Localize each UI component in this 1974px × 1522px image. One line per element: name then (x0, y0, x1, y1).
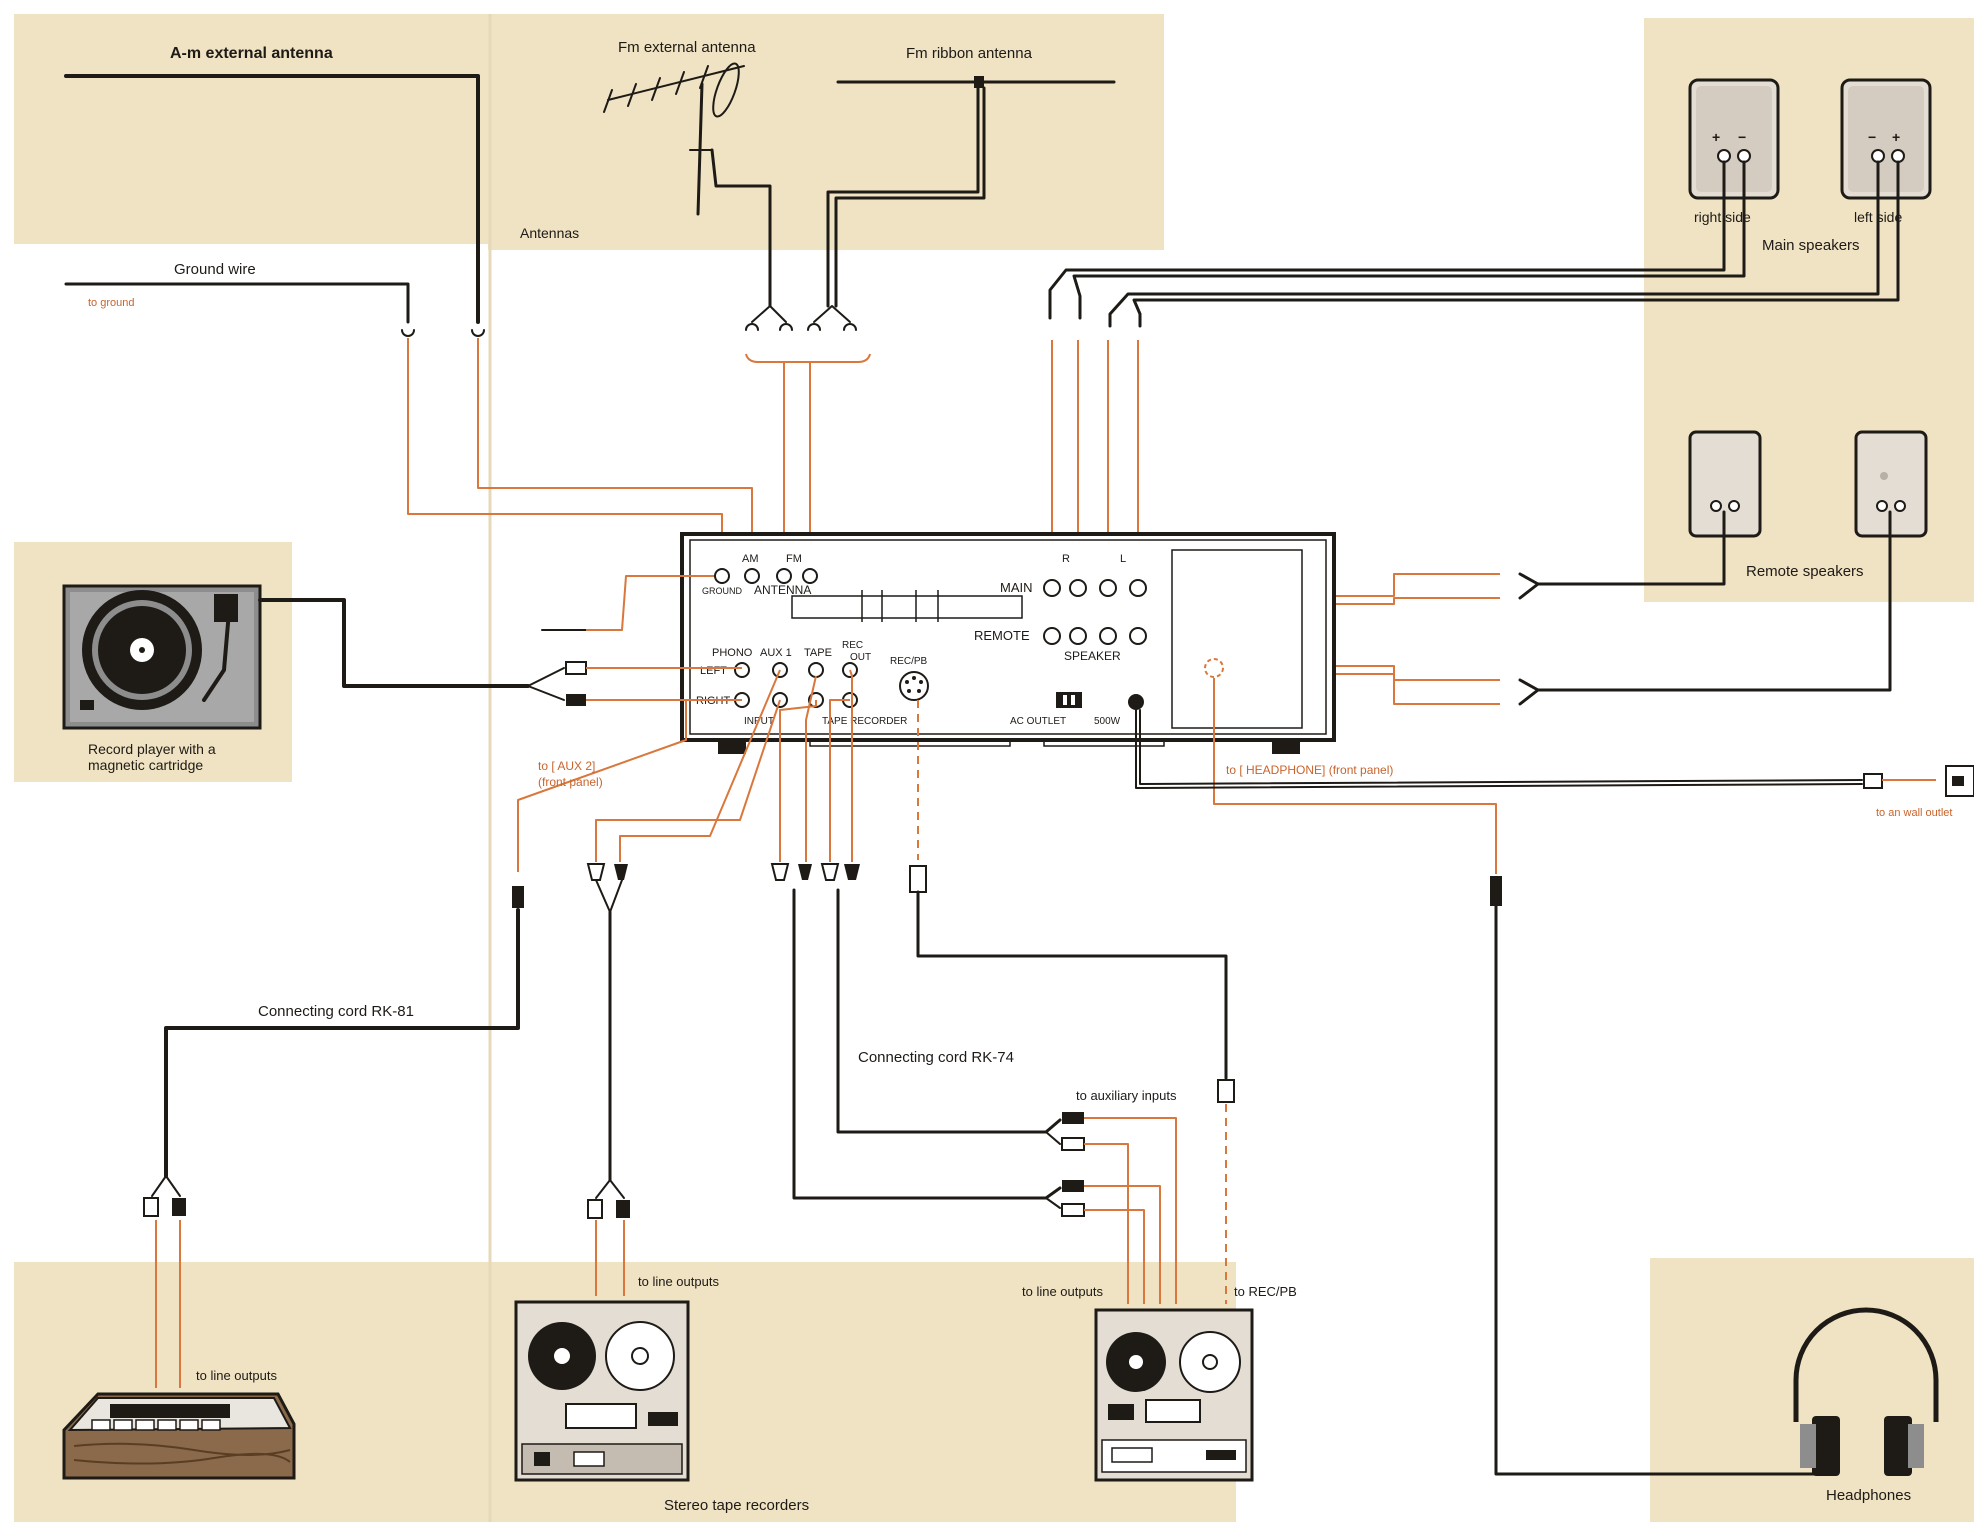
label-to-line-outputs-cassette: to line outputs (196, 1368, 277, 1383)
panel-antenna-label: ANTENNA (754, 583, 811, 597)
connecting-cord-rk81 (144, 910, 518, 1216)
panel-fm-label: FM (786, 553, 802, 565)
phono-cable (260, 600, 586, 706)
panel-r-label: R (1062, 553, 1070, 565)
rk74-plugs (772, 864, 926, 892)
panel-main-label: MAIN (1000, 580, 1033, 595)
label-to-recpb: to REC/PB (1234, 1284, 1297, 1299)
panel-tape-label: TAPE (804, 647, 832, 659)
main-speaker-left (1842, 80, 1930, 198)
label-to-line-outputs-2: to line outputs (1022, 1284, 1103, 1299)
label-antennas: Antennas (520, 225, 579, 241)
label-fm-external-antenna: Fm external antenna (618, 39, 756, 56)
speaker-minus-sign-left: − (1868, 129, 1876, 145)
label-record-player-1: Record player with a (88, 741, 216, 757)
panel-phono-label: PHONO (712, 647, 753, 659)
panel-recpb-label: REC/PB (890, 656, 928, 667)
label-to-aux2: to [ AUX 2] (538, 759, 595, 773)
label-headphones: Headphones (1826, 1487, 1911, 1504)
panel-remote-label: REMOTE (974, 628, 1030, 643)
label-record-player-2: magnetic cartridge (88, 757, 203, 773)
label-to-auxiliary-inputs: to auxiliary inputs (1076, 1088, 1177, 1103)
ground-wire (66, 284, 414, 336)
fm-antenna-lugs (746, 306, 870, 362)
record-player (64, 586, 260, 728)
panel-ac-outlet-label: AC OUTLET (1010, 716, 1066, 727)
panel-ground-label: GROUND (702, 586, 742, 596)
cassette-deck (64, 1394, 294, 1478)
label-main-speakers: Main speakers (1762, 237, 1860, 254)
label-stereo-tape-recorders: Stereo tape recorders (664, 1497, 809, 1514)
label-ground-wire: Ground wire (174, 261, 256, 278)
label-to-headphone: to [ HEADPHONE] (front panel) (1226, 763, 1393, 777)
panel-tape-recorder-label: TAPE RECORDER (822, 716, 907, 727)
label-cord-rk74: Connecting cord RK-74 (858, 1049, 1014, 1066)
label-right-side: right side (1694, 209, 1751, 225)
din-connector (900, 672, 928, 700)
label-aux2-front-panel: (front panel) (538, 775, 603, 789)
panel-speaker-label: SPEAKER (1064, 649, 1121, 663)
speaker-plus-sign: + (1712, 129, 1720, 145)
label-to-ground: to ground (88, 297, 134, 309)
panel-l-label: L (1120, 553, 1126, 565)
label-cord-rk81: Connecting cord RK-81 (258, 1003, 414, 1020)
label-to-wall-outlet: to an wall outlet (1876, 807, 1952, 819)
tape-recorder-1 (516, 1302, 688, 1480)
panel-out-label: OUT (850, 652, 871, 663)
label-to-line-outputs-1: to line outputs (638, 1274, 719, 1289)
panel-left-label: LEFT (700, 665, 727, 677)
speaker-minus-sign: − (1738, 129, 1746, 145)
panel-am-label: AM (742, 553, 759, 565)
panel-rec-label: REC (842, 640, 863, 651)
panel-watts-label: 500W (1094, 716, 1121, 727)
tape-recorder-2 (1096, 1310, 1252, 1480)
recorder1-cable (588, 864, 630, 1218)
label-am-antenna: A-m external antenna (170, 45, 333, 62)
label-left-side: left side (1854, 209, 1902, 225)
panel-aux1-label: AUX 1 (760, 647, 792, 659)
main-speaker-right (1690, 80, 1778, 198)
speaker-plus-sign-left: + (1892, 129, 1900, 145)
background-panels (14, 14, 1974, 1522)
label-remote-speakers: Remote speakers (1746, 563, 1864, 580)
label-fm-ribbon-antenna: Fm ribbon antenna (906, 45, 1033, 62)
